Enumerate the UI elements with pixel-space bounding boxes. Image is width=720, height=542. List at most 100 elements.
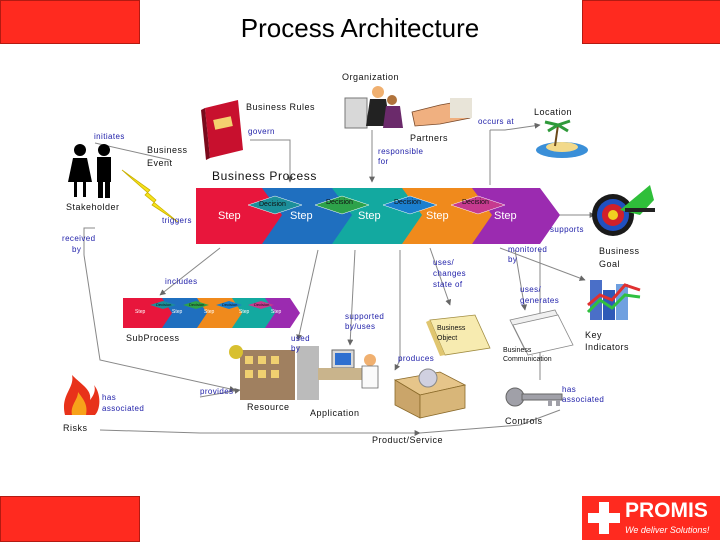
sub-decision-label-3: Decision (222, 302, 238, 307)
provides-label: provides (200, 387, 234, 396)
main-step-label-3: Step (358, 210, 381, 222)
has-associated-right-line2: associated (562, 395, 605, 404)
lightning-bolt-icon (121, 169, 179, 223)
risks-label: Risks (63, 423, 88, 433)
responsible-label-line1: responsible (378, 147, 424, 156)
organization-people-icon (344, 86, 403, 129)
connector-govern (250, 139, 293, 183)
business-event-label-line1: Business (147, 145, 188, 155)
stakeholder-people-icon (68, 144, 111, 198)
sub-step-shape-5 (265, 298, 300, 328)
business-rules-label: Business Rules (246, 102, 316, 112)
business-goal-label-line2: Goal (599, 259, 621, 269)
connector-occurs-at (490, 122, 541, 131)
received-label-line1: received (62, 234, 96, 243)
govern-label: govern (248, 127, 275, 136)
product-box-icon (393, 368, 467, 419)
subprocess-label: SubProcess (126, 333, 180, 343)
business-process-label: Business Process (212, 169, 317, 183)
corner-block-top-right (582, 0, 720, 44)
logo-name: PROMIS (625, 499, 708, 522)
logo-tagline: We deliver Solutions! (625, 525, 710, 535)
resource-label: Resource (247, 402, 290, 412)
resource-buildings-icon (229, 345, 319, 400)
product-service-label: Product/Service (372, 435, 444, 445)
key-indicators-label-line1: Key (585, 330, 603, 340)
key-indicators-label-line2: Indicators (585, 342, 630, 352)
includes-label: includes (165, 277, 198, 286)
uses-changes-label-line3: state of (433, 280, 463, 289)
connector-monitored (499, 247, 586, 281)
main-decision-shape-3 (382, 195, 438, 215)
main-step-label-1: Step (218, 210, 241, 222)
partners-label: Partners (410, 133, 449, 143)
risks-fire-icon (63, 375, 100, 415)
has-associated-left-line2: associated (102, 404, 145, 413)
sub-step-label-2: Step (172, 309, 183, 315)
main-step-label-5: Step (494, 210, 517, 222)
business-communication-papers-icon (509, 309, 574, 356)
monitored-label-line2: by (508, 255, 518, 264)
has-associated-right-line1: has (562, 385, 577, 394)
main-step-label-2: Step (290, 210, 313, 222)
key-indicators-chart-icon (586, 280, 641, 320)
received-label-line2: by (72, 245, 82, 254)
used-by-label-line1: used (291, 334, 310, 343)
business-object-folder-icon (426, 314, 491, 356)
application-label: Application (310, 408, 360, 418)
supported-label-line2: by/uses (345, 322, 376, 331)
has-associated-left-line1: has (102, 393, 117, 402)
business-goal-target-icon (592, 185, 655, 236)
partners-handshake-icon (411, 98, 472, 127)
main-process-band (196, 188, 560, 244)
stakeholder-label: Stakeholder (66, 202, 120, 212)
responsible-label-line2: for (378, 157, 389, 166)
sub-step-label-4: Step (239, 309, 250, 315)
uses-changes-label-line1: uses/ (433, 258, 455, 267)
location-island-icon (536, 119, 588, 158)
business-goal-label-line1: Business (599, 246, 640, 256)
sub-step-label-5: Step (271, 309, 282, 315)
sub-decision-shape-3 (216, 301, 242, 309)
controls-label: Controls (505, 416, 543, 426)
business-event-label-line2: Event (147, 158, 173, 168)
organization-label: Organization (342, 72, 400, 82)
initiates-label: initiates (94, 132, 125, 141)
corner-block-bottom-left (0, 496, 140, 542)
main-decision-label-3: Decision (394, 199, 421, 206)
promis-logo: PROMIS We deliver Solutions! (582, 496, 720, 540)
main-decision-shape-1 (247, 195, 303, 215)
monitored-label-line1: monitored (508, 245, 548, 254)
main-step-label-4: Step (426, 210, 449, 222)
supported-label-line1: supported (345, 312, 385, 321)
connector-includes (159, 247, 221, 296)
used-by-label-line2: by (291, 344, 301, 353)
business-object-label-line2: Object (437, 335, 458, 342)
sub-decision-label-4: Decision (254, 302, 270, 307)
sub-step-label-1: Step (135, 309, 146, 315)
business-rules-book-icon (201, 100, 243, 160)
swiss-cross-icon (588, 502, 620, 534)
uses-changes-label-line2: changes (433, 269, 467, 278)
business-communication-label: Business Communication (503, 347, 552, 363)
controls-key-icon (505, 387, 563, 407)
main-decision-shape-2 (314, 195, 370, 215)
main-decision-label-4: Decision (462, 199, 489, 206)
produces-label: produces (398, 354, 435, 363)
supports-label: supports (550, 225, 584, 234)
corner-block-top-left (0, 0, 140, 44)
page-title: Process Architecture (240, 13, 480, 43)
business-object-label-line1: Business (437, 325, 466, 332)
sub-process-band (123, 298, 300, 328)
uses-generates-label-line1: uses/ (520, 285, 542, 294)
main-decision-label-2: Decision (326, 199, 353, 206)
occurs-at-label: occurs at (478, 117, 515, 126)
main-decision-shape-4 (450, 195, 506, 215)
location-label: Location (534, 107, 573, 117)
sub-decision-shape-1 (150, 301, 176, 309)
application-computer-icon (318, 349, 379, 389)
sub-decision-shape-4 (248, 301, 274, 309)
sub-decision-label-2: Decision (189, 302, 205, 307)
uses-generates-label-line2: generates (520, 296, 560, 305)
